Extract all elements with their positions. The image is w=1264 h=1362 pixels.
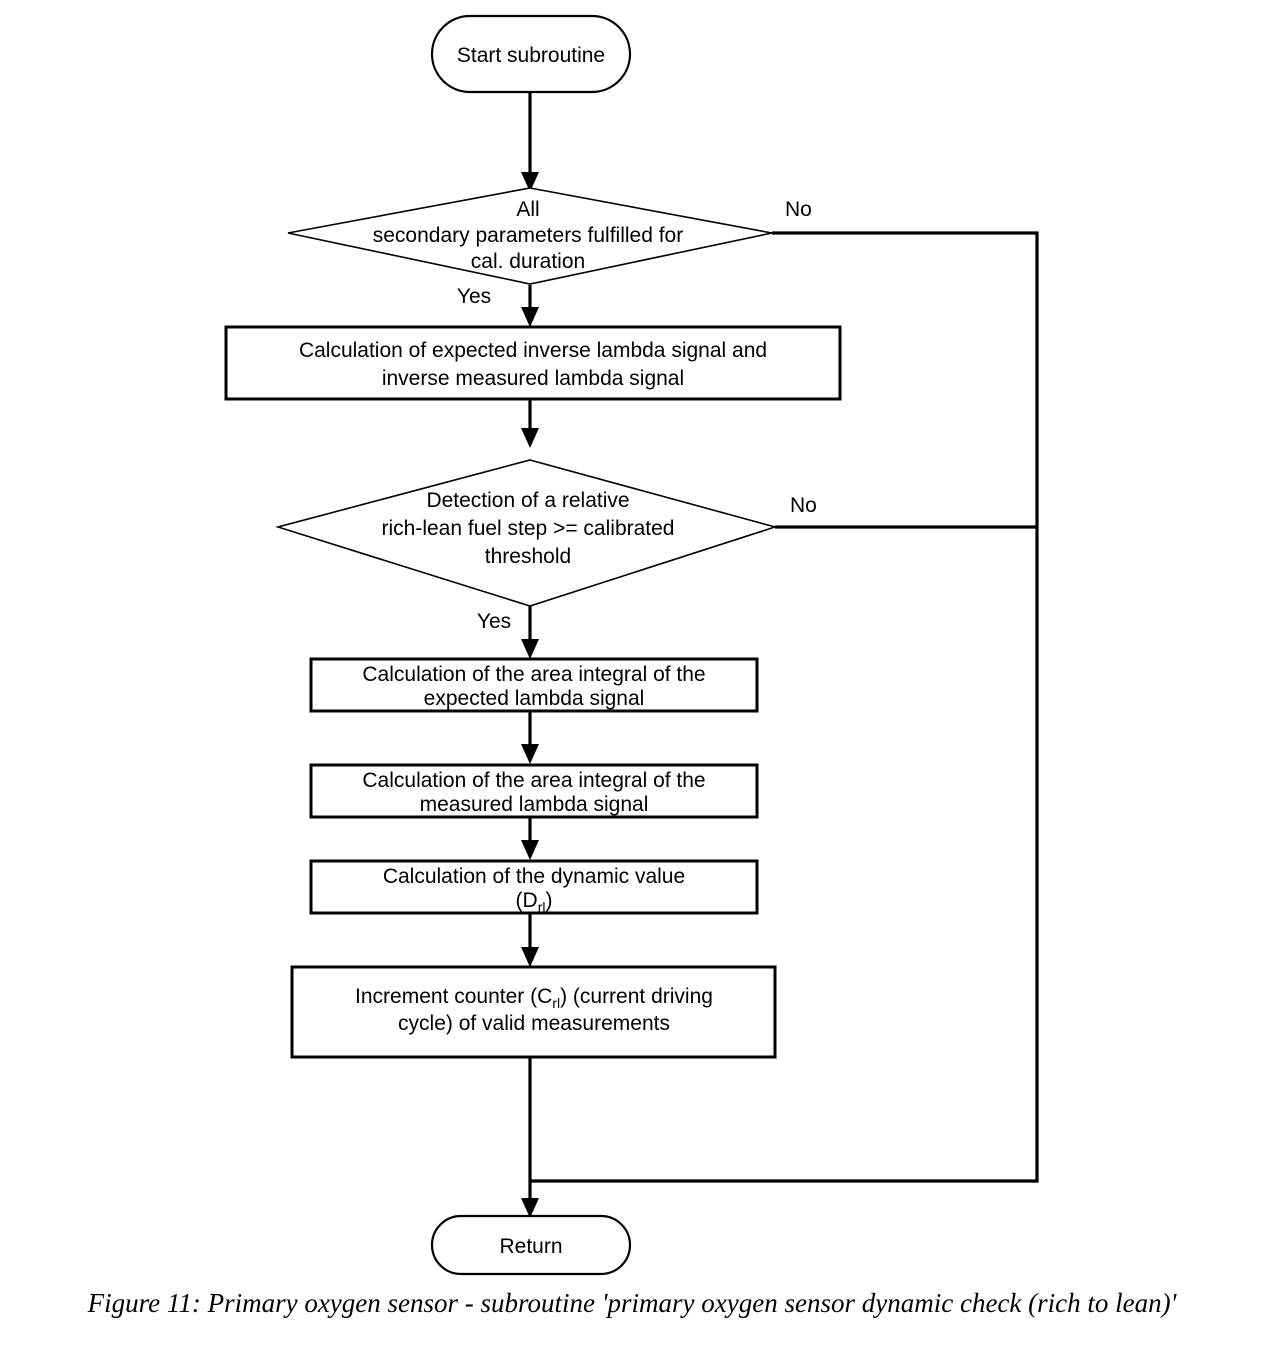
decision1-diamond-shape <box>287 187 773 285</box>
arrowhead-icon <box>521 172 539 192</box>
return-label: Return <box>499 1235 562 1258</box>
arrowhead-icon <box>521 428 539 448</box>
start-label: Start subroutine <box>457 44 605 67</box>
calc-area-measured-shape <box>309 763 759 819</box>
connector-decision1-no-bypass <box>530 231 1039 1183</box>
decision2-line1: Detection of a relative <box>426 489 629 512</box>
connector-dynamic-value-to-increment-counter <box>521 912 539 967</box>
connectors <box>521 93 1039 1218</box>
return-terminator-shape <box>430 1214 632 1276</box>
node-decision-rich-lean-step[interactable]: Detection of a relative rich-lean fuel s… <box>275 459 778 607</box>
increment-counter-line2: cycle) of valid measurements <box>398 1012 670 1035</box>
node-increment-counter[interactable]: Increment counter (Crl) (current driving… <box>290 965 777 1059</box>
dynamic-value-close: ) <box>545 889 552 912</box>
connector-decision1-yes-to-calc1 <box>521 285 539 327</box>
node-return[interactable]: Return <box>430 1214 632 1276</box>
decision2-line2: rich-lean fuel step >= calibrated <box>381 517 674 540</box>
connector-calc1-to-decision2 <box>521 398 539 448</box>
node-calc-dynamic-value[interactable]: Calculation of the dynamic value (Drl) <box>309 859 759 915</box>
decision1-line1: All <box>516 198 539 221</box>
start-terminator-shape <box>430 14 632 94</box>
node-calc-inverse-lambda[interactable]: Calculation of expected inverse lambda s… <box>224 325 842 401</box>
node-calc-area-expected[interactable]: Calculation of the area integral of the … <box>309 657 759 713</box>
calc-inverse-lambda-line2: inverse measured lambda signal <box>382 367 684 390</box>
calc-inverse-lambda-line1: Calculation of expected inverse lambda s… <box>299 339 767 362</box>
calc-dynamic-value-line1: Calculation of the dynamic value <box>383 865 685 888</box>
flowchart-canvas: Start subroutine All secondary parameter… <box>224 14 1039 1276</box>
calc-inverse-lambda-shape <box>224 325 842 401</box>
calc-area-measured-line1: Calculation of the area integral of the <box>362 769 705 792</box>
connector-decision2-yes-to-area-expected <box>521 606 539 659</box>
arrowhead-icon <box>521 947 539 967</box>
arrowhead-icon <box>521 840 539 860</box>
connector-area-measured-to-dynamic-value <box>521 816 539 860</box>
increment-counter-shape <box>290 965 777 1059</box>
connector-increment-counter-to-return <box>521 1057 539 1218</box>
arrowhead-icon <box>521 639 539 659</box>
increment-counter-head: Increment counter (C <box>355 985 552 1008</box>
arrowhead-icon <box>521 744 539 764</box>
decision2-diamond-shape <box>275 459 778 607</box>
dynamic-value-subscript: rl <box>538 899 546 915</box>
decision1-line3: cal. duration <box>471 250 585 273</box>
calc-dynamic-value-shape <box>309 859 759 915</box>
increment-counter-tail: ) (current driving <box>560 985 713 1008</box>
calc-area-expected-shape <box>309 657 759 713</box>
connector-start-to-decision1 <box>521 93 539 192</box>
dynamic-value-open: (D <box>516 889 538 912</box>
increment-counter-line1: Increment counter (Crl) (current driving <box>355 985 713 1011</box>
arrowhead-icon <box>521 307 539 327</box>
node-decision-secondary-parameters[interactable]: All secondary parameters fulfilled for c… <box>287 187 773 285</box>
decision2-line3: threshold <box>485 545 571 568</box>
calc-area-expected-line1: Calculation of the area integral of the <box>362 663 705 686</box>
node-start-subroutine[interactable]: Start subroutine <box>430 14 632 94</box>
decision1-line2: secondary parameters fulfilled for <box>373 224 683 247</box>
increment-counter-subscript: rl <box>552 995 560 1011</box>
calc-area-expected-line2: expected lambda signal <box>424 687 645 710</box>
decision1-no-label: No <box>785 198 812 221</box>
decision2-no-label: No <box>790 494 817 517</box>
node-calc-area-measured[interactable]: Calculation of the area integral of the … <box>309 763 759 819</box>
calc-dynamic-value-line2: (Drl) <box>516 889 553 915</box>
connector-area-expected-to-area-measured <box>521 710 539 764</box>
arrowhead-icon <box>521 1198 539 1218</box>
decision2-yes-label: Yes <box>477 610 511 633</box>
decision1-yes-label: Yes <box>457 285 491 308</box>
figure-caption: Figure 11: Primary oxygen sensor - subro… <box>87 1288 1177 1318</box>
calc-area-measured-line2: measured lambda signal <box>420 793 649 816</box>
